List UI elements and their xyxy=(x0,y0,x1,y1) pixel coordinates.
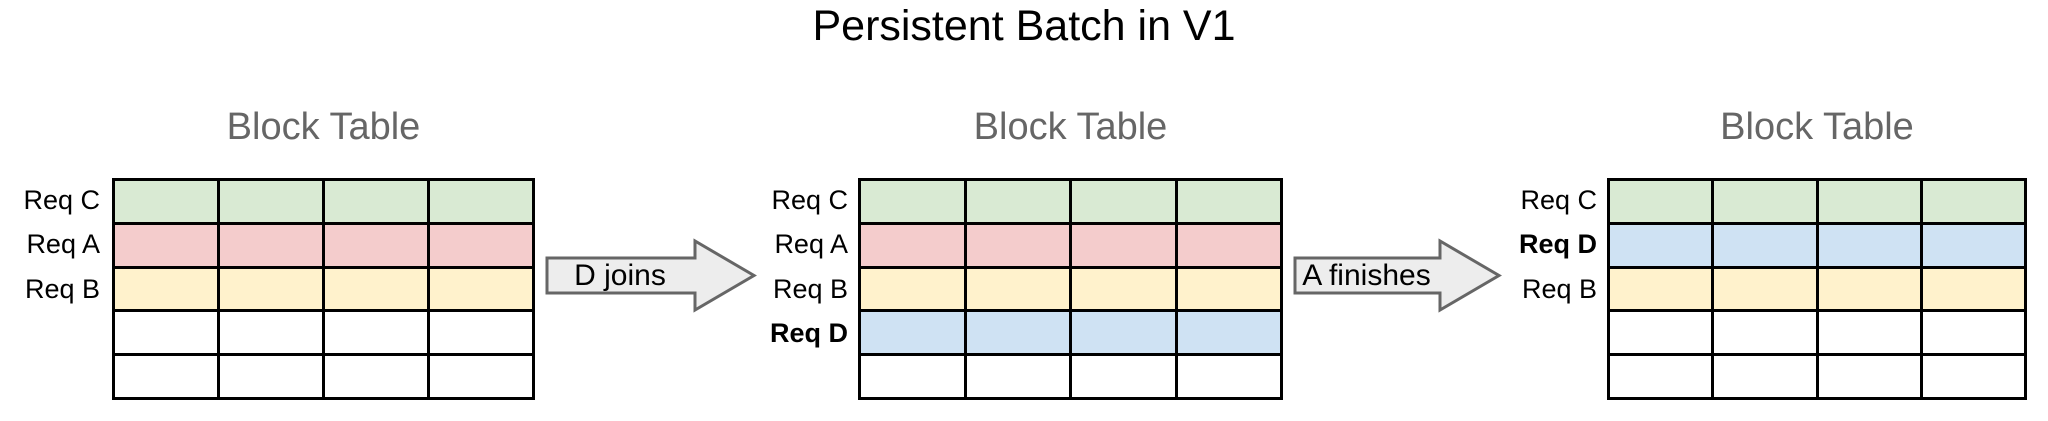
transition-arrow-a-finishes: A finishes xyxy=(1293,238,1502,313)
block-cell xyxy=(966,268,1069,310)
row-label-req-a: Req A xyxy=(26,229,100,260)
block-cell xyxy=(430,312,532,354)
row-label-req-c: Req C xyxy=(1520,184,1597,215)
row-label-empty xyxy=(1450,356,1597,400)
block-cell xyxy=(1714,224,1816,266)
block-cell xyxy=(1610,181,1712,222)
block-cell xyxy=(1714,312,1816,354)
row-label-req-a: Req A xyxy=(774,229,848,260)
block-cell xyxy=(861,312,964,354)
block-cell xyxy=(325,181,427,222)
block-cell xyxy=(1072,356,1175,397)
block-cell xyxy=(1818,356,1920,397)
diagram-title: Persistent Batch in V1 xyxy=(812,2,1236,50)
row-labels-panel-1: Req C Req A Req B xyxy=(0,178,100,400)
row-label-req-d: Req D xyxy=(1518,229,1597,260)
block-table-grid-1 xyxy=(112,178,535,400)
block-cell xyxy=(220,356,322,397)
block-cell xyxy=(220,312,322,354)
block-cell xyxy=(1922,181,2024,222)
row-label-empty xyxy=(0,356,100,400)
arrow-label-d-joins: D joins xyxy=(574,258,666,292)
block-cell xyxy=(115,181,217,222)
block-table-heading-1: Block Table xyxy=(226,106,421,148)
block-cell xyxy=(1072,312,1175,354)
block-cell xyxy=(1922,356,2024,397)
block-cell xyxy=(1177,268,1280,310)
block-cell xyxy=(115,224,217,266)
block-cell xyxy=(1072,181,1175,222)
row-label-req-d: Req D xyxy=(769,317,848,348)
block-cell xyxy=(115,356,217,397)
block-cell xyxy=(430,224,532,266)
block-cell xyxy=(861,268,964,310)
block-cell xyxy=(1714,356,1816,397)
block-table-grid-2 xyxy=(858,178,1283,400)
block-cell xyxy=(430,181,532,222)
block-cell xyxy=(1610,312,1712,354)
block-cell xyxy=(1714,181,1816,222)
block-cell xyxy=(325,356,427,397)
block-cell xyxy=(430,268,532,310)
block-cell xyxy=(1818,268,1920,310)
block-cell xyxy=(1177,181,1280,222)
block-cell xyxy=(220,268,322,310)
block-cell xyxy=(1177,356,1280,397)
block-cell xyxy=(1177,224,1280,266)
block-cell xyxy=(1177,312,1280,354)
block-cell xyxy=(220,224,322,266)
block-cell xyxy=(1818,181,1920,222)
block-cell xyxy=(325,224,427,266)
right-arrow-icon xyxy=(545,238,757,313)
block-cell xyxy=(325,312,427,354)
block-cell xyxy=(1072,224,1175,266)
block-cell xyxy=(861,181,964,222)
block-cell xyxy=(1922,224,2024,266)
block-table-grid-3 xyxy=(1607,178,2027,400)
block-cell xyxy=(430,356,532,397)
block-cell xyxy=(1610,268,1712,310)
row-label-empty xyxy=(0,311,100,355)
row-labels-panel-2: Req C Req A Req B Req D xyxy=(700,178,848,400)
block-cell xyxy=(861,356,964,397)
block-cell xyxy=(1610,356,1712,397)
block-table-heading-3: Block Table xyxy=(1720,106,1914,148)
row-label-req-b: Req B xyxy=(772,273,848,304)
block-cell xyxy=(220,181,322,222)
block-cell xyxy=(966,312,1069,354)
block-table-heading-2: Block Table xyxy=(973,106,1168,148)
block-cell xyxy=(115,312,217,354)
block-cell xyxy=(966,224,1069,266)
row-label-req-b: Req B xyxy=(24,273,100,304)
block-cell xyxy=(1610,224,1712,266)
block-cell xyxy=(1714,268,1816,310)
row-label-req-c: Req C xyxy=(771,184,848,215)
block-cell xyxy=(1818,312,1920,354)
block-cell xyxy=(861,224,964,266)
row-label-req-b: Req B xyxy=(1521,273,1597,304)
block-cell xyxy=(325,268,427,310)
right-arrow-icon xyxy=(1293,238,1502,313)
block-cell xyxy=(966,181,1069,222)
block-cell xyxy=(115,268,217,310)
block-cell xyxy=(966,356,1069,397)
block-cell xyxy=(1072,268,1175,310)
block-cell xyxy=(1922,268,2024,310)
transition-arrow-d-joins: D joins xyxy=(545,238,757,313)
row-label-req-c: Req C xyxy=(23,184,100,215)
block-cell xyxy=(1818,224,1920,266)
row-labels-panel-3: Req C Req D Req B xyxy=(1450,178,1597,400)
row-label-empty xyxy=(1450,311,1597,355)
arrow-label-a-finishes: A finishes xyxy=(1302,258,1431,292)
block-cell xyxy=(1922,312,2024,354)
row-label-empty xyxy=(700,356,848,400)
